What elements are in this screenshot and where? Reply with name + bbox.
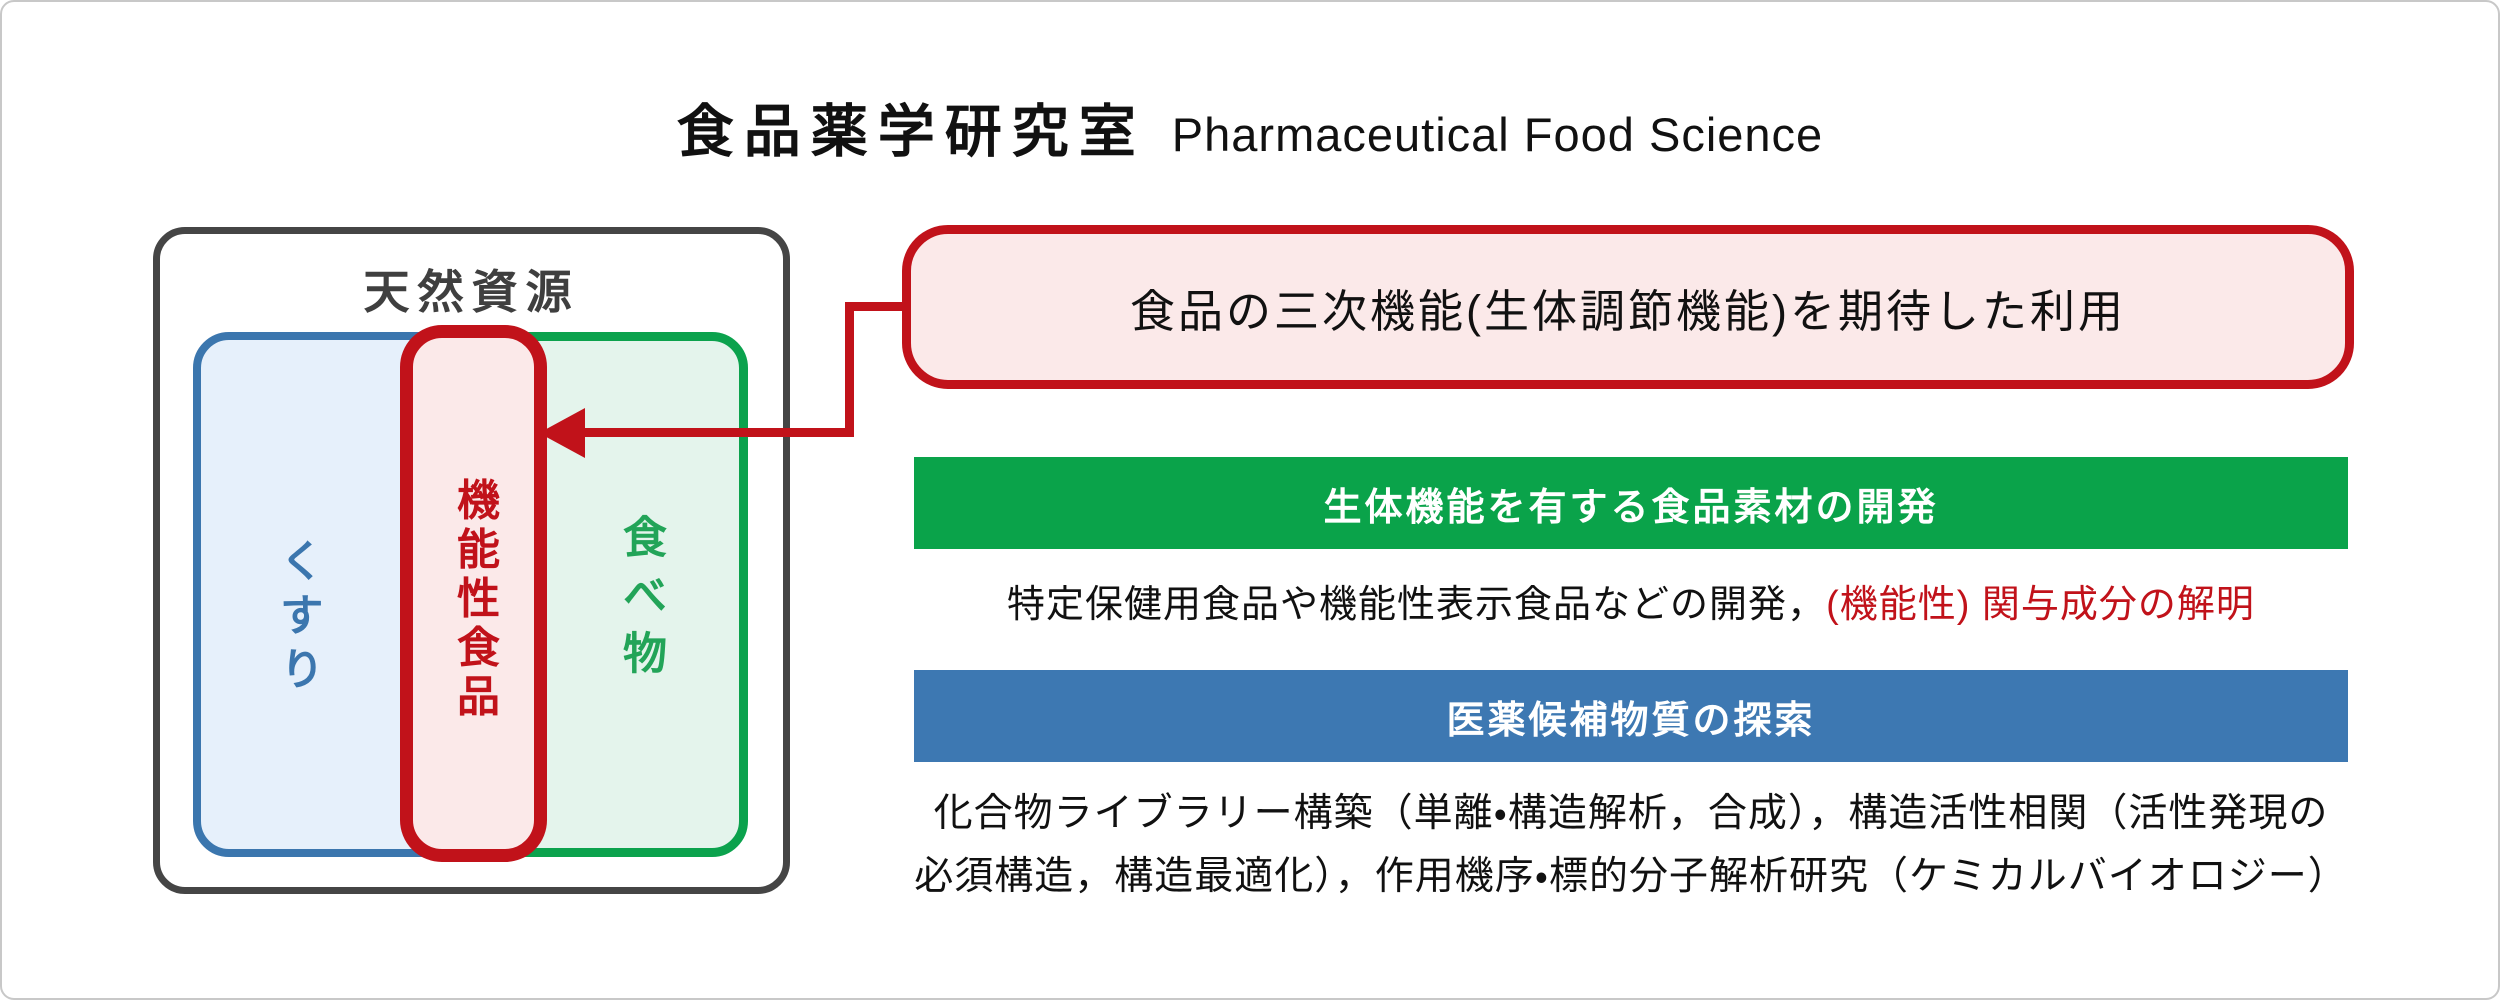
body-line-2: 必須構造，構造最適化），作用機序・標的分子解析研究（ケミカルバイオロジー） — [914, 855, 2348, 898]
arrow-head-icon — [539, 408, 585, 458]
natural-resources-box: 天然資源 くすり 機能性食品 食べ物 — [153, 227, 790, 894]
body-text-red: (機能性) 関与成分の解明 — [1826, 584, 2255, 626]
page-title: 食品薬学研究室 Pharmaceutical Food Science — [2, 86, 2498, 168]
natural-resources-label: 天然資源 — [363, 266, 580, 318]
body-text-black: 特定保健用食品や機能性表示食品などの開発， — [1007, 584, 1827, 626]
callout-box: 食品の三次機能(生体調節機能)を期待した利用 — [902, 225, 2354, 389]
section-banner-drug-candidates: 医薬候補物質の探索 — [914, 670, 2348, 762]
functional-food-label: 機能性食品 — [450, 477, 499, 723]
title-english: Pharmaceutical Food Science — [1171, 108, 1824, 161]
food-label: 食べ物 — [616, 514, 665, 688]
section-body-food-materials: 特定保健用食品や機能性表示食品などの開発，(機能性) 関与成分の解明 — [914, 573, 2348, 628]
title-japanese: 食品薬学研究室 — [676, 100, 1146, 164]
arrow-line-vertical — [845, 302, 854, 437]
section-body-drug-candidates: 化合物ライブラリー構築（単離・構造解析，合成），構造活性相関（活性発現の 必須構… — [907, 782, 2355, 908]
medicine-label: くすり — [273, 538, 322, 700]
arrow-line-horizontal-top — [845, 302, 903, 311]
functional-food-box — [400, 325, 547, 862]
arrow-line-horizontal-bottom — [577, 428, 854, 437]
body-line-1: 化合物ライブラリー構築（単離・構造解析，合成），構造活性相関（活性発現の — [933, 792, 2329, 835]
section-banner-food-materials: 生体機能を有する食品素材の開発 — [914, 457, 2348, 549]
